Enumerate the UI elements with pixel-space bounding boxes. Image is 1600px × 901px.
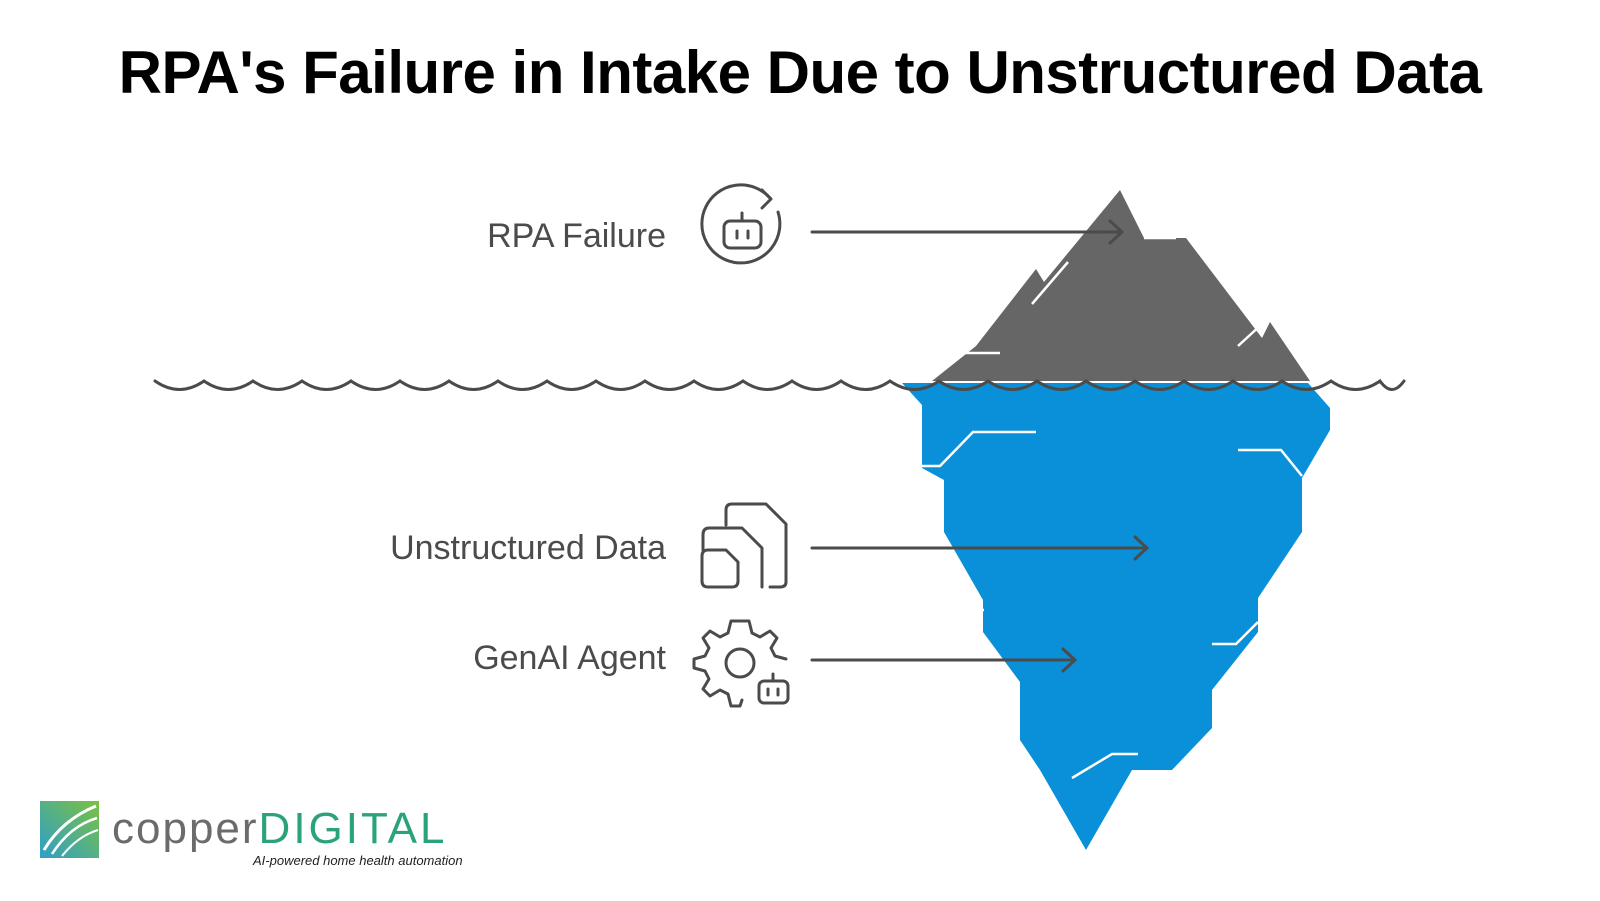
documents-icon <box>702 504 786 587</box>
brand-name: copperDIGITAL <box>112 805 447 853</box>
arrow-rpa-failure <box>812 221 1122 243</box>
brand-name-part1: copper <box>112 804 259 853</box>
brand-name-part2: DIGITAL <box>259 804 448 853</box>
brand-tagline: AI-powered home health automation <box>253 853 463 868</box>
gear-robot-icon <box>694 621 788 706</box>
iceberg-underwater <box>902 383 1330 850</box>
copper-digital-logo-icon <box>40 801 99 858</box>
robot-refresh-icon <box>702 185 780 263</box>
